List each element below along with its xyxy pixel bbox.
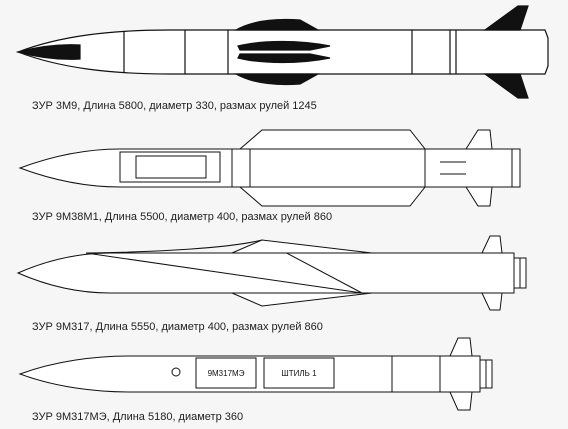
missile-caption-9m38m1: ЗУР 9М38М1, Длина 5500, диаметр 400, раз… bbox=[32, 211, 333, 223]
missile-caption-9m317me: ЗУР 9М317МЭ, Длина 5180, диаметр 360 bbox=[32, 411, 244, 423]
missile-9m317me-drawing bbox=[18, 337, 493, 411]
missile-caption-3m9: ЗУР 3М9, Длина 5800, диаметр 330, размах… bbox=[32, 100, 317, 112]
missile-marking-model: 9М317МЭ bbox=[208, 369, 245, 378]
missile-9m38m1-drawing bbox=[18, 129, 521, 207]
missile-3m9-drawing bbox=[15, 5, 549, 99]
missile-caption-9m317: ЗУР 9М317, Длина 5550, диаметр 400, разм… bbox=[32, 321, 323, 333]
missile-9m317-drawing bbox=[16, 235, 527, 311]
missile-marking-system: ШТИЛЬ 1 bbox=[281, 369, 317, 378]
